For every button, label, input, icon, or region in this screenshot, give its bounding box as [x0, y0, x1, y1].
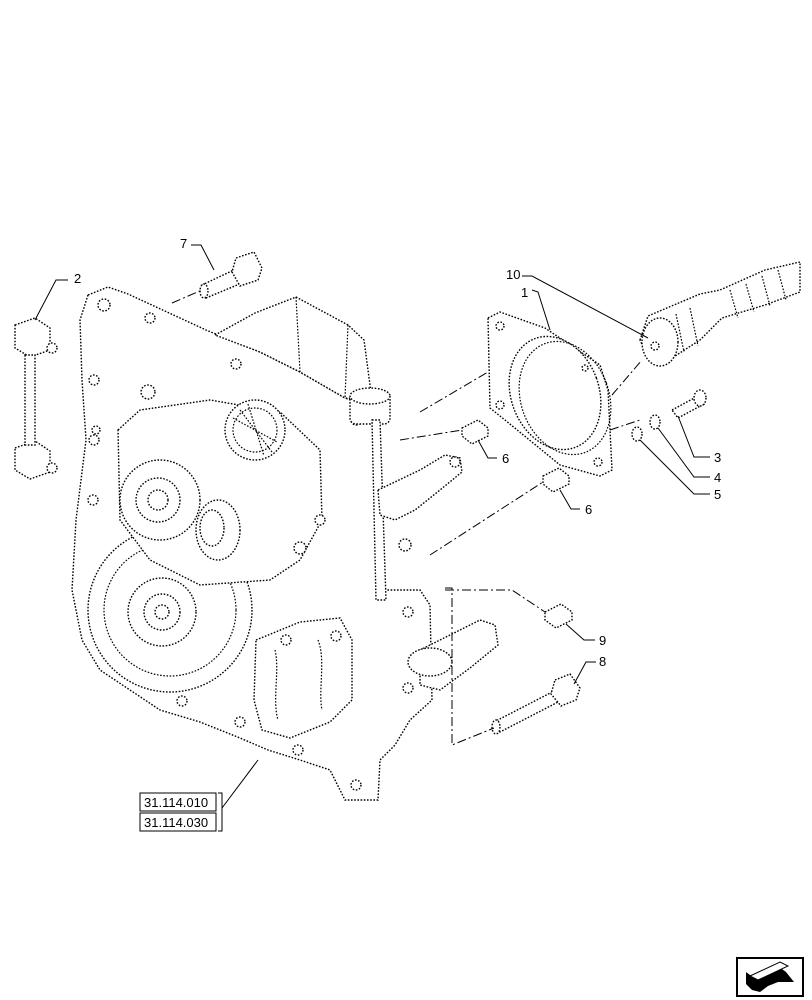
part-9-bushing [544, 603, 573, 629]
callout-6a: 6 [502, 451, 509, 466]
callout-8: 8 [599, 654, 606, 669]
part-10-splined-shaft [639, 261, 801, 367]
reference-link-31-114-030[interactable]: 31.114.030 [144, 815, 208, 830]
assembly-center-lines [171, 289, 643, 746]
part-8-long-bolt [491, 673, 581, 735]
callout-5: 5 [714, 487, 721, 502]
leader-lines [34, 244, 710, 809]
callout-2: 2 [74, 271, 81, 286]
part-1-flange [487, 311, 613, 477]
callout-7: 7 [180, 236, 187, 251]
callout-6b: 6 [585, 502, 592, 517]
callout-10: 10 [506, 267, 520, 282]
reference-boxes: 31.114.010 31.114.030 [139, 792, 223, 832]
part-7-bolt [199, 251, 263, 299]
reference-link-31-114-010[interactable]: 31.114.010 [144, 795, 208, 810]
callout-1: 1 [521, 285, 528, 300]
next-page-arrow-icon[interactable] [736, 957, 804, 997]
transmission-housing [71, 286, 499, 801]
part-6-bushings [461, 419, 570, 493]
callout-3: 3 [714, 450, 721, 465]
callout-4: 4 [714, 470, 721, 485]
part-2-sight-bar [14, 317, 58, 480]
callout-9: 9 [599, 633, 606, 648]
parts-3-4-5-bolt-washers [631, 389, 707, 442]
callout-labels: 7 2 10 1 3 4 5 6 6 9 8 [74, 236, 721, 669]
